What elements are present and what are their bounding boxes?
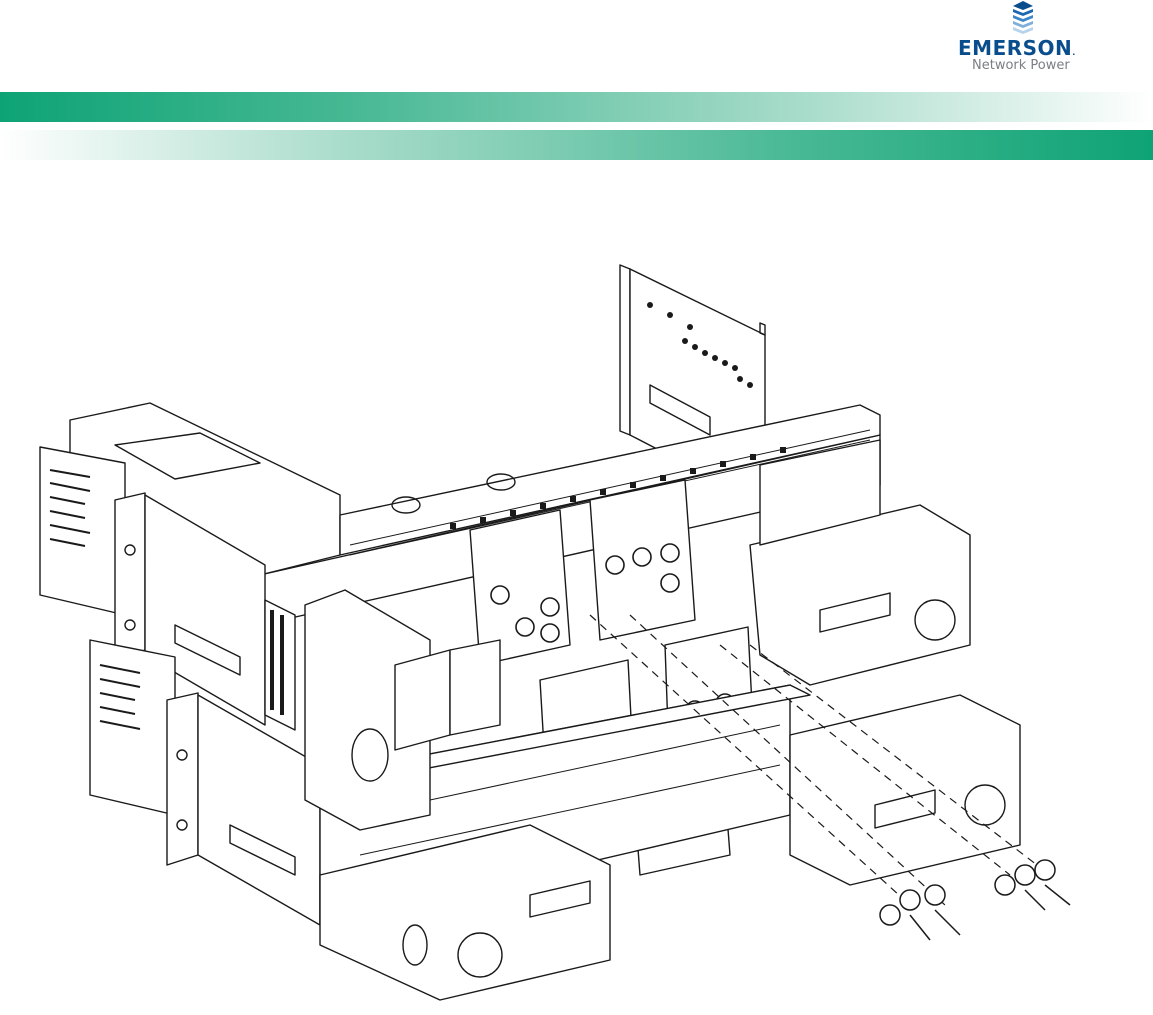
breaker-housing-lower-right xyxy=(790,695,1020,885)
brand-tagline: Network Power xyxy=(972,58,1070,73)
breaker-housing-upper-right xyxy=(750,440,970,685)
header-band-top xyxy=(0,92,1153,122)
header-band-bottom xyxy=(0,130,1153,160)
emerson-globe-icon xyxy=(1010,0,1036,38)
brand-wordmark: EMERSON. xyxy=(958,36,1076,60)
emerson-logo: EMERSON. Network Power xyxy=(950,0,1100,80)
distribution-panel-exploded-view xyxy=(30,255,1130,1015)
